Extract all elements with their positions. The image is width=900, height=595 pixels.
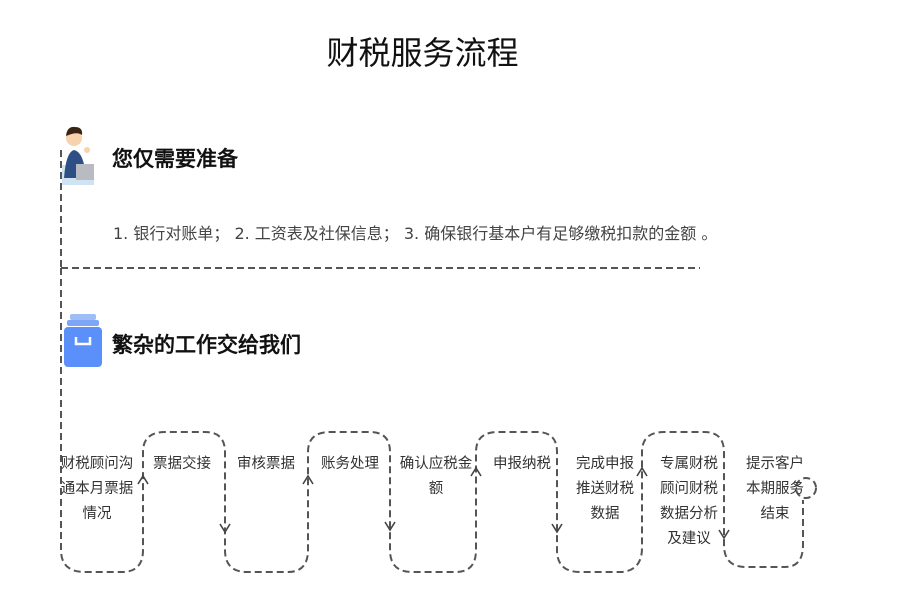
person-laptop-icon [62,126,94,185]
arrow-down-icon [718,529,730,540]
step-1: 财税顾问沟通本月票据情况 [60,456,134,522]
arrow-down-icon [219,523,231,534]
step-4: 账务处理 [321,456,379,472]
step-8: 专属财税顾问财税数据分析及建议 [660,456,718,547]
arrow-down-icon [384,521,396,532]
flow-path [60,150,804,573]
step-9: 提示客户本期服务结束 [746,456,804,522]
page-title: 财税服务流程 [326,34,519,72]
arrow-up-icon [470,466,482,477]
step-7: 完成申报推送财税数据 [576,456,634,522]
step-3: 审核票据 [237,456,295,472]
arrow-down-icon [551,523,563,534]
arrow-up-icon [302,474,314,485]
arrow-up-icon [137,474,149,485]
step-5: 确认应税金额 [399,456,473,497]
section-prepare-title: 您仅需要准备 [112,147,238,171]
end-circle [795,477,817,499]
arrow-up-icon [636,466,648,477]
step-2: 票据交接 [153,456,211,472]
section-work-title: 繁杂的工作交给我们 [112,333,301,357]
folder-icon [64,314,102,367]
step-6: 申报纳税 [493,456,551,472]
prepare-items: 1. 银行对账单； 2. 工资表及社保信息； 3. 确保银行基本户有足够缴税扣款… [113,224,718,243]
